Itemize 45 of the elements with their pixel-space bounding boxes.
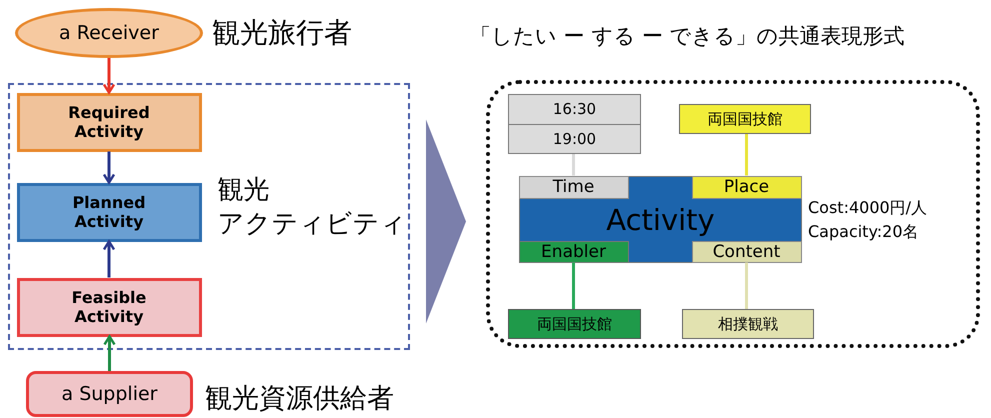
- enabler-tab: [518, 240, 628, 262]
- node-label: a Supplier: [62, 383, 158, 405]
- side-note: Cost:4000円/人: [808, 198, 928, 219]
- arrow: [103, 335, 116, 371]
- activity-box: [519, 176, 802, 263]
- node-label: 相撲観戦: [718, 314, 778, 334]
- content-value-box: [682, 309, 814, 339]
- supplier-box: [26, 371, 193, 417]
- required-activity-box: [16, 92, 202, 152]
- group-label: アクティビティ: [218, 208, 406, 240]
- node-label: Time: [552, 177, 594, 197]
- arrow: [102, 240, 116, 278]
- node-label: Enabler: [541, 242, 606, 262]
- node-label: Planned Activity: [71, 193, 147, 231]
- side-note: 観光資源供給者: [205, 382, 394, 416]
- node-label: 両国国技館: [537, 314, 612, 334]
- time-tab: [518, 176, 628, 198]
- connector-line: [745, 262, 748, 309]
- side-note: 観光旅行者: [212, 15, 352, 51]
- connector-line: [745, 134, 748, 176]
- node-label: Feasible Activity: [70, 288, 148, 326]
- arrow: [102, 152, 116, 184]
- planned-activity-box: [16, 182, 202, 242]
- node-label: a Receiver: [59, 22, 159, 44]
- heading: 「したい ー する ー できる」の共通表現形式: [470, 23, 905, 50]
- node-label: Content: [712, 242, 780, 262]
- node-label: Activity: [606, 202, 715, 236]
- time-value-box: [508, 94, 641, 154]
- node-label: 両国国技館: [708, 110, 782, 128]
- node-label: Required Activity: [67, 103, 151, 141]
- group-label: 観光: [218, 174, 270, 206]
- connector-line: [572, 262, 575, 309]
- content-tab: [692, 240, 802, 262]
- time-value: 16:30: [552, 99, 598, 120]
- feasible-activity-box: [16, 278, 202, 336]
- place-tab: [692, 176, 802, 198]
- arrow: [102, 58, 116, 94]
- place-value-box: [679, 104, 811, 134]
- time-value: 19:00: [509, 124, 640, 153]
- side-note: Capacity:20名: [808, 222, 919, 243]
- node-label: Place: [724, 177, 770, 197]
- connector-line: [572, 154, 575, 176]
- activity-group-box: [8, 83, 410, 350]
- enabler-value-box: [508, 309, 641, 339]
- chevron-arrow: [426, 120, 466, 324]
